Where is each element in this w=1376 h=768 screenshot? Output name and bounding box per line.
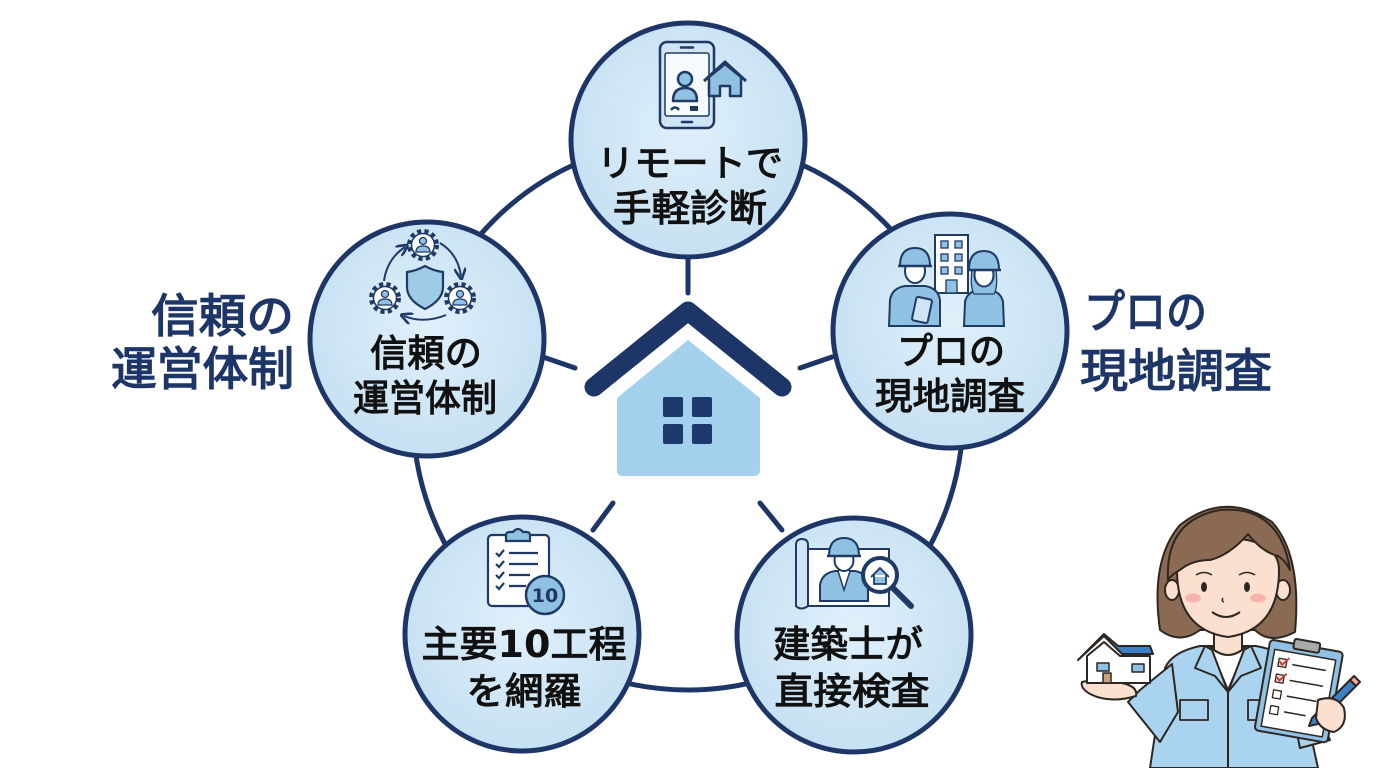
node-coverage-line1: 主要10工程 (422, 623, 627, 666)
gear-icon (444, 282, 476, 314)
spoke-left (540, 354, 578, 371)
inspector-woman-illustration (1077, 505, 1361, 768)
checklist-badge-icon (486, 527, 566, 616)
side-label-right-line2: 現地調査 (1080, 344, 1272, 398)
node-trust-line2: 運営体制 (353, 377, 497, 420)
node-survey-line1: プロの (897, 330, 1005, 373)
side-label-left-line1: 信頼の (151, 289, 294, 343)
side-label-right-line1: プロの (1084, 285, 1207, 339)
house-icon (584, 301, 792, 476)
architect-magnifier-icon (795, 536, 914, 610)
side-label-right: プロの 現地調査 (1080, 285, 1272, 398)
eye-left (1201, 582, 1207, 592)
count-badge (524, 574, 566, 616)
gear-icon (407, 229, 439, 261)
node-professional-survey: プロの 現地調査 (830, 211, 1070, 451)
inspector-woman-icon (962, 249, 1006, 327)
shield-icon (405, 264, 445, 311)
node-architect-inspection: 建築士が 直接検査 (734, 515, 974, 755)
node-survey-line2: 現地調査 (875, 375, 1025, 418)
node-remote-line2: 手軽診断 (613, 187, 767, 230)
spoke-bottom-right (757, 500, 785, 533)
side-label-left-line2: 運営体制 (111, 342, 294, 396)
gear-icon (369, 282, 401, 314)
magnifier-handle (890, 585, 914, 609)
toy-house-icon (1077, 633, 1154, 684)
node-coverage-line2: を網羅 (467, 670, 582, 713)
node-remote-line1: リモートで (597, 142, 783, 185)
node-trust-line1: 信頼の (370, 332, 482, 375)
inspector-man-icon (887, 246, 941, 327)
spokes (540, 255, 835, 533)
count-badge-value: 10 (532, 585, 558, 607)
node-ten-process-coverage: 10 主要10工程 を網羅 (402, 514, 642, 754)
node-architect-line2: 直接検査 (775, 670, 930, 713)
side-label-left: 信頼の 運営体制 (111, 289, 294, 396)
node-architect-line1: 建築士が (773, 623, 923, 666)
node-remote-diagnosis: リモートで 手軽診断 (568, 20, 808, 260)
spoke-bottom-left (590, 500, 616, 533)
inspectors-building-icon (887, 234, 1006, 327)
shield-team-gears-icon (369, 229, 476, 320)
node-trusted-operation: 信頼の 運営体制 (307, 219, 547, 459)
phone-video-call-house-icon (658, 40, 748, 130)
building-icon (934, 234, 969, 294)
spoke-right (797, 354, 835, 371)
eye-right (1244, 582, 1250, 592)
